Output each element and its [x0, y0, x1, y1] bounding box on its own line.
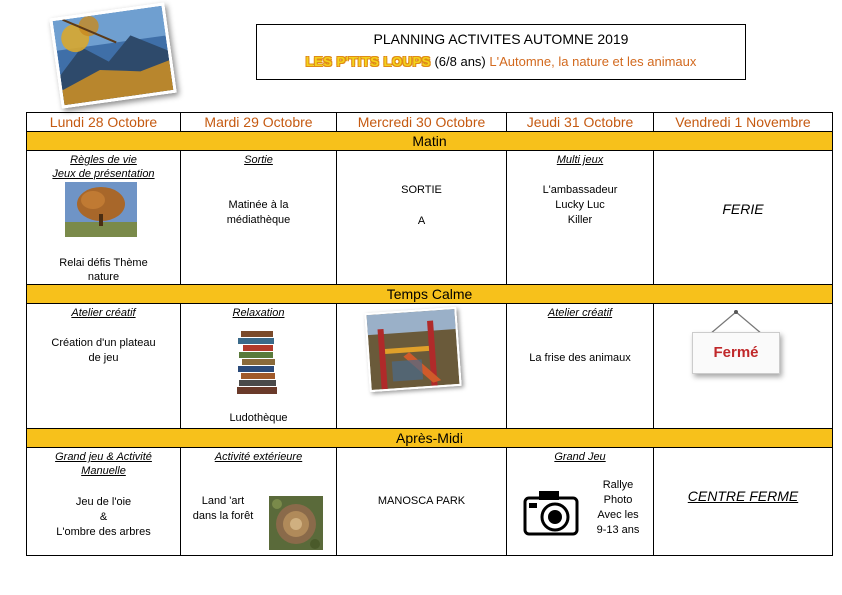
activity-text: nature	[87, 271, 120, 283]
section-calm-time: Temps Calme	[26, 284, 833, 304]
activity-text: Avec les	[597, 509, 639, 521]
center-closed-label: CENTRE FERME	[687, 488, 799, 504]
morning-thursday: Multi jeux L'ambassadeur Lucky Luc Kille…	[506, 150, 654, 285]
activity-text: de jeu	[88, 352, 119, 364]
activity-text: L'ombre des arbres	[56, 526, 151, 538]
calm-monday: Atelier créatif Création d'un plateau de…	[26, 303, 181, 429]
book-stack-icon	[233, 329, 283, 399]
calm-friday: Fermé	[653, 303, 833, 429]
section-morning: Matin	[26, 131, 833, 151]
activity-text: Jeu de l'oie	[75, 496, 132, 508]
afternoon-thursday: Grand Jeu Rallye Photo Avec les 9-13 ans	[506, 447, 654, 556]
autumn-landscape-photo	[49, 2, 177, 109]
afternoon-friday: CENTRE FERME	[653, 447, 833, 556]
activity-text: Killer	[567, 214, 593, 226]
activity-title: Jeux de présentation	[52, 168, 155, 180]
activity-text: Relai défis Thème	[59, 257, 148, 269]
calm-thursday: Atelier créatif La frise des animaux	[506, 303, 654, 429]
closed-sign: Fermé	[688, 308, 784, 400]
activity-text: MANOSCA PARK	[377, 495, 466, 507]
activity-title: Activité extérieure	[214, 451, 303, 463]
activity-text: &	[99, 511, 108, 523]
autumn-tree-photo	[65, 182, 137, 237]
title-box: PLANNING ACTIVITES AUTOMNE 2019 LES P'TI…	[256, 24, 746, 80]
activity-title: Sortie	[244, 154, 273, 166]
day-header-tuesday: Mardi 29 Octobre	[180, 112, 337, 132]
camera-icon	[521, 484, 583, 540]
activity-text: A	[417, 215, 426, 227]
calm-tuesday: Relaxation Ludothèque	[180, 303, 337, 429]
activity-text: Rallye	[602, 479, 634, 491]
club-logo: LES P'TITS LOUPS	[305, 54, 431, 69]
activity-text: Land 'art	[201, 495, 245, 507]
morning-row: Règles de vie Jeux de présentation Relai…	[26, 150, 833, 285]
subtitle-line: LES P'TITS LOUPS (6/8 ans) L'Automne, la…	[257, 54, 745, 69]
activity-title: Atelier créatif	[71, 307, 136, 319]
afternoon-tuesday: Activité extérieure Land 'art dans la fo…	[180, 447, 337, 556]
calm-row: Atelier créatif Création d'un plateau de…	[26, 303, 833, 429]
morning-tuesday: Sortie Matinée à la médiathèque	[180, 150, 337, 285]
day-header-wednesday: Mercredi 30 Octobre	[336, 112, 507, 132]
day-header-thursday: Jeudi 31 Octobre	[506, 112, 654, 132]
morning-wednesday: SORTIE A	[336, 150, 507, 285]
day-header-row: Lundi 28 Octobre Mardi 29 Octobre Mercre…	[26, 112, 833, 132]
page-title: PLANNING ACTIVITES AUTOMNE 2019	[373, 31, 629, 47]
activity-text: L'ambassadeur	[542, 184, 618, 196]
activity-text: médiathèque	[226, 214, 291, 226]
activity-text: 9-13 ans	[596, 524, 640, 536]
activity-planning-table: Lundi 28 Octobre Mardi 29 Octobre Mercre…	[26, 112, 833, 556]
closed-sign-text: Fermé	[692, 332, 780, 374]
afternoon-monday: Grand jeu & Activité Manuelle Jeu de l'o…	[26, 447, 181, 556]
activity-text: La frise des animaux	[529, 352, 631, 364]
day-header-monday: Lundi 28 Octobre	[26, 112, 181, 132]
afternoon-row: Grand jeu & Activité Manuelle Jeu de l'o…	[26, 447, 833, 556]
land-art-photo	[269, 496, 323, 550]
theme-text: L'Automne, la nature et les animaux	[489, 54, 697, 69]
activity-title: Manuelle	[81, 465, 126, 477]
activity-text: SORTIE	[401, 184, 442, 196]
activity-text: dans la forêt	[192, 510, 254, 522]
activity-title: Règles de vie	[70, 154, 137, 166]
age-range: (6/8 ans)	[434, 54, 486, 69]
activity-text: Création d'un plateau	[51, 337, 156, 349]
activity-title: Atelier créatif	[547, 307, 613, 319]
morning-friday: FERIE	[653, 150, 833, 285]
holiday-label: FERIE	[722, 201, 764, 217]
playground-photo	[364, 306, 462, 393]
activity-title: Relaxation	[232, 307, 285, 319]
day-header-friday: Vendredi 1 Novembre	[653, 112, 833, 132]
activity-text: Matinée à la	[228, 199, 289, 211]
morning-monday: Règles de vie Jeux de présentation Relai…	[26, 150, 181, 285]
activity-text: Photo	[603, 494, 633, 506]
activity-title: Multi jeux	[556, 154, 604, 166]
section-afternoon: Après-Midi	[26, 428, 833, 448]
activity-text: Lucky Luc	[555, 199, 605, 211]
activity-title: Grand Jeu	[554, 451, 606, 463]
activity-title: Grand jeu & Activité	[55, 451, 152, 463]
calm-wednesday	[336, 303, 507, 429]
afternoon-wednesday: MANOSCA PARK	[336, 447, 507, 556]
activity-text: Ludothèque	[229, 412, 288, 424]
